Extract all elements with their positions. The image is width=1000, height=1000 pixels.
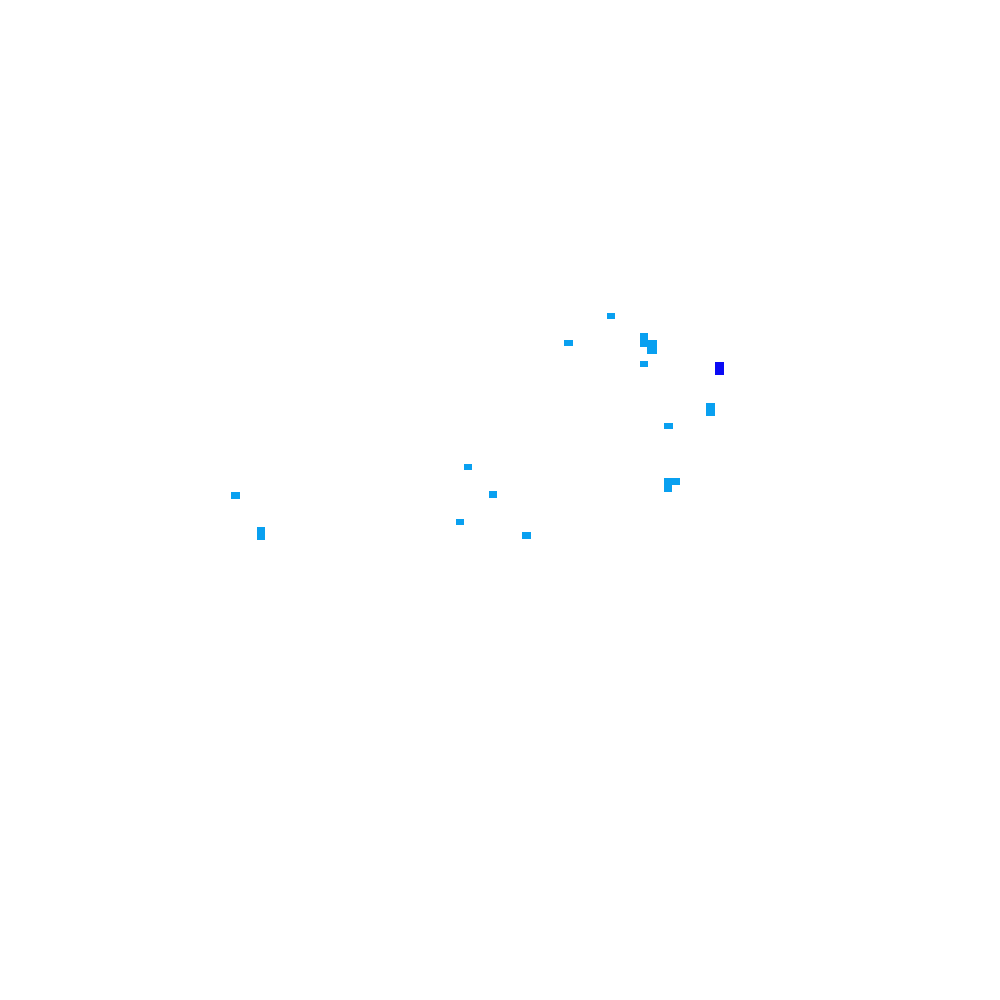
point-marker bbox=[664, 478, 672, 492]
point-marker bbox=[607, 313, 615, 319]
point-marker bbox=[640, 361, 648, 367]
highlight-marker bbox=[715, 362, 724, 375]
point-marker bbox=[664, 478, 680, 485]
point-marker bbox=[640, 333, 648, 347]
point-marker bbox=[456, 519, 464, 525]
point-marker bbox=[647, 340, 657, 354]
point-marker bbox=[664, 423, 673, 429]
point-marker bbox=[522, 532, 531, 539]
point-marker bbox=[231, 492, 240, 499]
point-marker bbox=[564, 340, 573, 346]
point-marker bbox=[257, 527, 265, 540]
point-marker bbox=[464, 464, 472, 470]
point-marker bbox=[706, 403, 715, 416]
point-marker bbox=[489, 491, 497, 498]
